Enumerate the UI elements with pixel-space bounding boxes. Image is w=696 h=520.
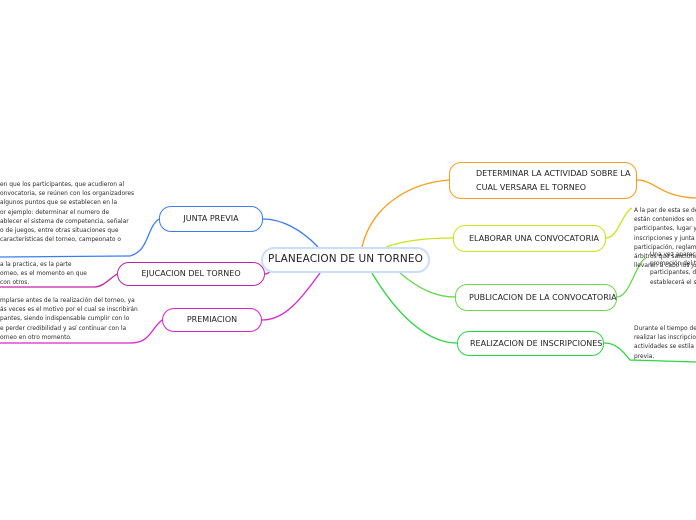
connector-premiacion [261, 272, 321, 321]
note-publicacion-convocatoria[interactable]: Una vez aparecie promoción del t partici… [650, 252, 696, 286]
connector-determinar [361, 179, 450, 248]
connector-elaborar [385, 237, 454, 248]
connector-publicacion-note [616, 257, 647, 298]
connector-realizacion [371, 272, 458, 344]
topic-ejecucion-torneo[interactable]: EJUCACION DEL TORNEO [117, 262, 265, 286]
connector-premiacion-note [0, 319, 163, 344]
note-elaborar-convocatoria[interactable]: A la par de esta se del están contenidos… [634, 208, 696, 270]
connector-ejecucion-note [0, 273, 118, 288]
connector-determinar-note [636, 179, 696, 199]
topic-premiacion[interactable]: PREMIACION [162, 308, 262, 332]
note-junta-previa[interactable]: en que los participantes, que acudieron … [0, 182, 135, 244]
note-realizacion-inscripciones[interactable]: Durante el tiempo de realizar las inscri… [634, 326, 696, 360]
topic-elaborar-convocatoria[interactable]: ELABORAR UNA CONVOCATORIA [453, 225, 606, 252]
central-topic[interactable]: PLANEACION DE UN TORNEO [261, 247, 430, 273]
connector-junta [262, 218, 319, 248]
note-premiacion[interactable]: mplarse antes de la realización del torn… [0, 298, 138, 341]
note-ejecucion-torneo[interactable]: a la practica, es la parte orneo, es el … [0, 262, 87, 287]
topic-publicacion-convocatoria[interactable]: PUBLICACION DE LA CONVOCATORIA [455, 284, 617, 311]
connector-publicacion [399, 272, 456, 298]
connector-elaborar-note [605, 207, 633, 239]
connector-junta-note [0, 218, 160, 258]
topic-junta-previa[interactable]: JUNTA PREVIA [159, 206, 263, 232]
topic-realizacion-inscripciones[interactable]: REALIZACION DE INSCRIPCIONES [457, 331, 604, 356]
connector-realizacion-note [603, 342, 696, 363]
topic-determinar-actividad[interactable]: DETERMINAR LA ACTIVIDAD SOBRE LA CUAL VE… [449, 162, 637, 199]
